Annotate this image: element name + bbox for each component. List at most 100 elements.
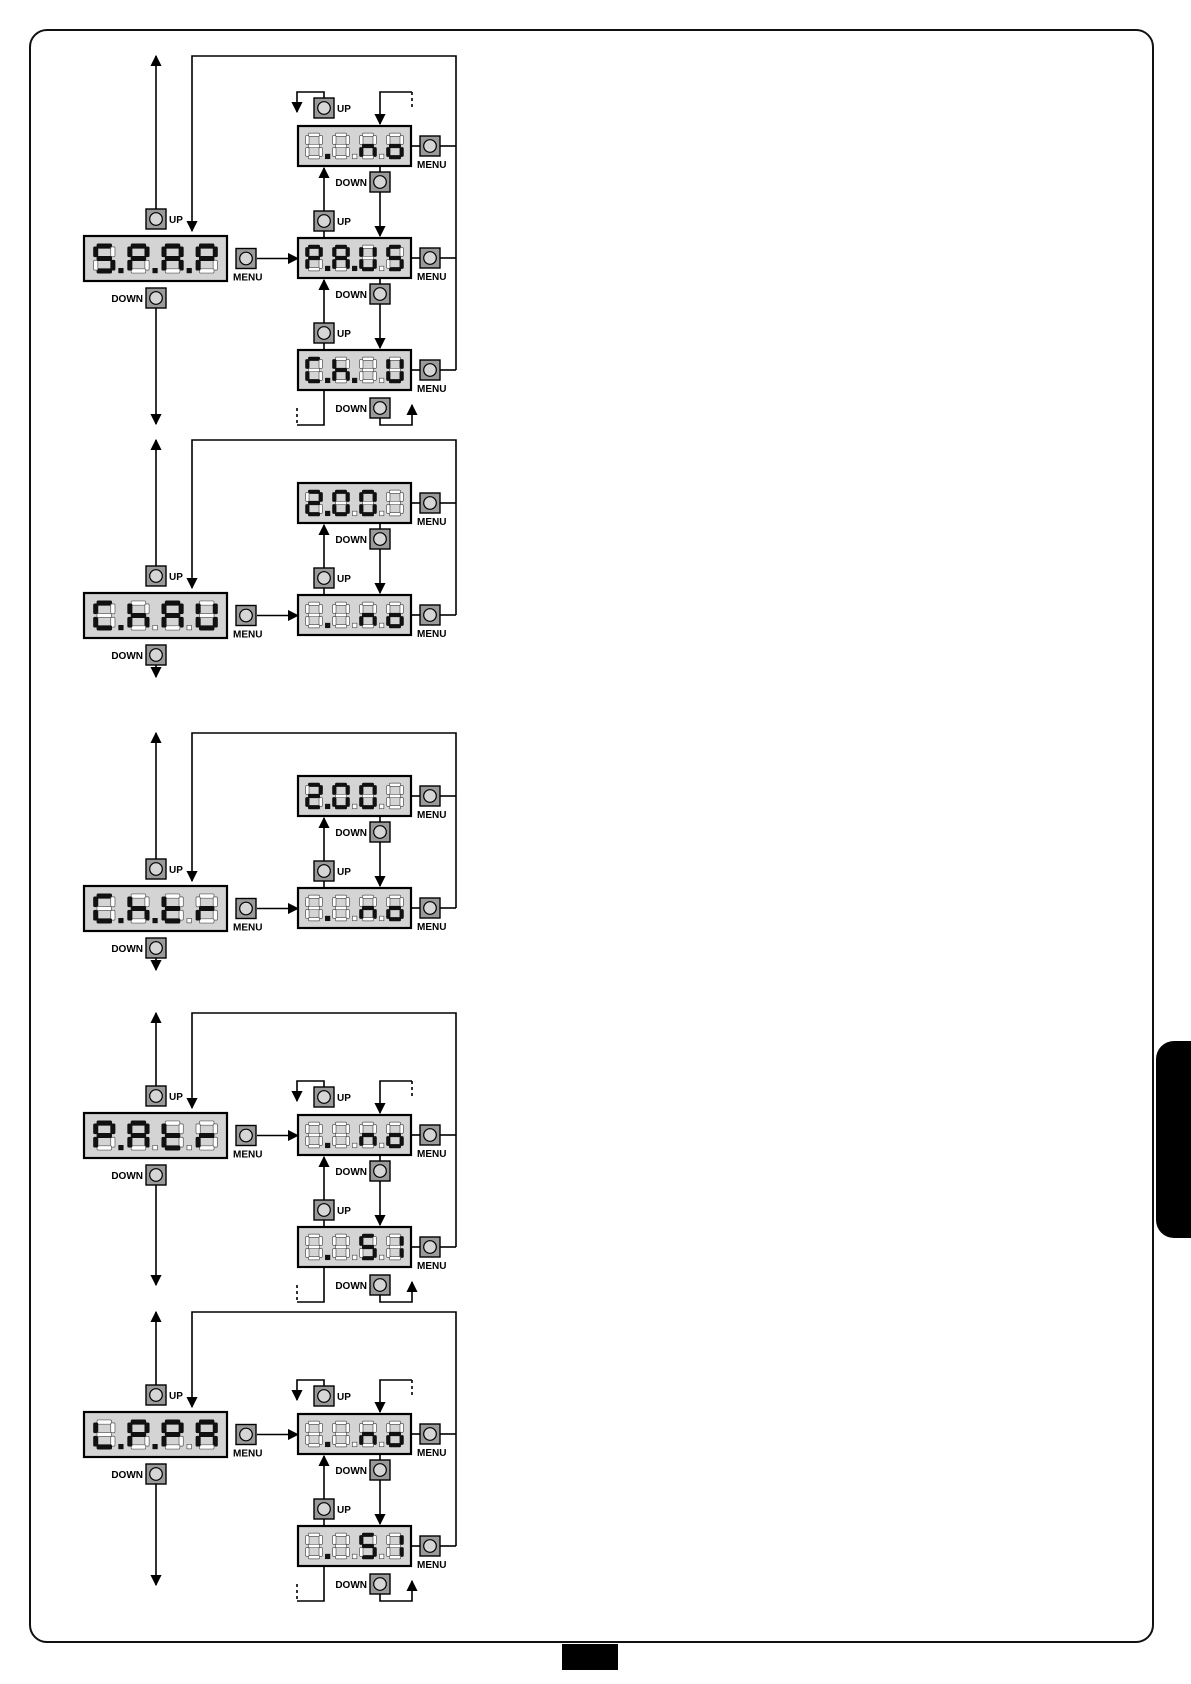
- button-knob[interactable]: [150, 1090, 163, 1103]
- button-knob[interactable]: [240, 1428, 253, 1441]
- menu-button[interactable]: MENU: [417, 136, 446, 171]
- button-label-menu: MENU: [417, 517, 446, 528]
- button-knob[interactable]: [374, 402, 387, 415]
- menu-button[interactable]: MENU: [233, 899, 262, 934]
- digit-segment: [389, 1122, 400, 1125]
- menu-button[interactable]: MENU: [233, 249, 262, 284]
- down-button[interactable]: DOWN: [335, 822, 390, 842]
- up-button[interactable]: UP: [314, 1200, 351, 1220]
- up-button[interactable]: UP: [314, 323, 351, 343]
- button-knob[interactable]: [150, 1169, 163, 1182]
- up-button[interactable]: UP: [146, 859, 183, 879]
- up-button[interactable]: UP: [314, 211, 351, 231]
- button-knob[interactable]: [374, 1165, 387, 1178]
- digit-segment: [306, 248, 309, 257]
- down-button[interactable]: DOWN: [335, 1161, 390, 1181]
- up-button[interactable]: UP: [314, 1499, 351, 1519]
- button-knob[interactable]: [150, 1468, 163, 1481]
- button-knob[interactable]: [318, 327, 331, 340]
- button-knob[interactable]: [374, 176, 387, 189]
- menu-button[interactable]: MENU: [417, 360, 446, 395]
- button-knob[interactable]: [318, 215, 331, 228]
- button-knob[interactable]: [318, 1091, 331, 1104]
- digit-segment: [346, 1137, 349, 1146]
- button-knob[interactable]: [374, 533, 387, 546]
- down-button[interactable]: DOWN: [335, 398, 390, 418]
- button-knob[interactable]: [424, 1428, 437, 1441]
- button-knob[interactable]: [318, 1503, 331, 1516]
- menu-button[interactable]: MENU: [417, 605, 446, 640]
- up-button[interactable]: UP: [146, 209, 183, 229]
- button-knob[interactable]: [424, 497, 437, 510]
- button-knob[interactable]: [374, 1464, 387, 1477]
- down-button[interactable]: DOWN: [335, 529, 390, 549]
- button-knob[interactable]: [150, 213, 163, 226]
- menu-button[interactable]: MENU: [417, 1424, 446, 1459]
- down-button[interactable]: DOWN: [335, 172, 390, 192]
- down-button[interactable]: DOWN: [335, 1275, 390, 1295]
- down-button[interactable]: DOWN: [111, 1165, 166, 1185]
- button-knob[interactable]: [240, 1129, 253, 1142]
- button-knob[interactable]: [318, 1204, 331, 1217]
- up-button[interactable]: UP: [314, 1386, 351, 1406]
- button-knob[interactable]: [150, 1389, 163, 1402]
- button-knob[interactable]: [150, 863, 163, 876]
- button-knob[interactable]: [150, 570, 163, 583]
- up-button[interactable]: UP: [314, 1087, 351, 1107]
- digit-segment: [162, 897, 166, 907]
- button-knob[interactable]: [150, 292, 163, 305]
- button-knob[interactable]: [374, 826, 387, 839]
- decimal-point: [325, 1143, 330, 1148]
- button-knob[interactable]: [318, 865, 331, 878]
- up-button[interactable]: UP: [146, 1385, 183, 1405]
- down-button[interactable]: DOWN: [111, 938, 166, 958]
- down-button[interactable]: DOWN: [111, 645, 166, 665]
- button-knob[interactable]: [424, 140, 437, 153]
- button-knob[interactable]: [150, 649, 163, 662]
- button-knob[interactable]: [424, 902, 437, 915]
- button-knob[interactable]: [318, 1390, 331, 1403]
- button-knob[interactable]: [374, 288, 387, 301]
- decimal-point: [379, 1143, 384, 1148]
- down-button[interactable]: DOWN: [335, 1574, 390, 1594]
- digit-segment: [335, 1544, 346, 1547]
- button-knob[interactable]: [374, 1578, 387, 1591]
- button-knob[interactable]: [424, 1540, 437, 1553]
- down-button[interactable]: DOWN: [111, 1464, 166, 1484]
- button-knob[interactable]: [318, 572, 331, 585]
- down-button[interactable]: DOWN: [111, 288, 166, 308]
- up-button[interactable]: UP: [314, 98, 351, 118]
- menu-button[interactable]: MENU: [417, 248, 446, 283]
- button-knob[interactable]: [150, 942, 163, 955]
- button-knob[interactable]: [318, 102, 331, 115]
- menu-button[interactable]: MENU: [417, 786, 446, 821]
- menu-button[interactable]: MENU: [417, 1536, 446, 1571]
- menu-button[interactable]: MENU: [417, 1237, 446, 1272]
- digit-segment: [308, 613, 319, 616]
- down-button[interactable]: DOWN: [335, 284, 390, 304]
- menu-button[interactable]: MENU: [417, 1125, 446, 1160]
- button-knob[interactable]: [424, 790, 437, 803]
- up-button[interactable]: UP: [146, 566, 183, 586]
- up-button[interactable]: UP: [314, 861, 351, 881]
- button-knob[interactable]: [240, 252, 253, 265]
- up-button[interactable]: UP: [146, 1086, 183, 1106]
- button-knob[interactable]: [424, 364, 437, 377]
- parameter-display-chau: [84, 593, 227, 638]
- menu-button[interactable]: MENU: [233, 606, 262, 641]
- menu-button[interactable]: MENU: [233, 1126, 262, 1161]
- button-knob[interactable]: [424, 1129, 437, 1142]
- button-knob[interactable]: [424, 609, 437, 622]
- up-button[interactable]: UP: [314, 568, 351, 588]
- button-knob[interactable]: [424, 252, 437, 265]
- menu-button[interactable]: MENU: [417, 493, 446, 528]
- digit-segment: [333, 493, 336, 502]
- button-knob[interactable]: [374, 1279, 387, 1292]
- digit-segment: [389, 513, 400, 516]
- button-knob[interactable]: [424, 1241, 437, 1254]
- menu-button[interactable]: MENU: [417, 898, 446, 933]
- button-knob[interactable]: [240, 609, 253, 622]
- down-button[interactable]: DOWN: [335, 1460, 390, 1480]
- button-knob[interactable]: [240, 902, 253, 915]
- menu-button[interactable]: MENU: [233, 1425, 262, 1460]
